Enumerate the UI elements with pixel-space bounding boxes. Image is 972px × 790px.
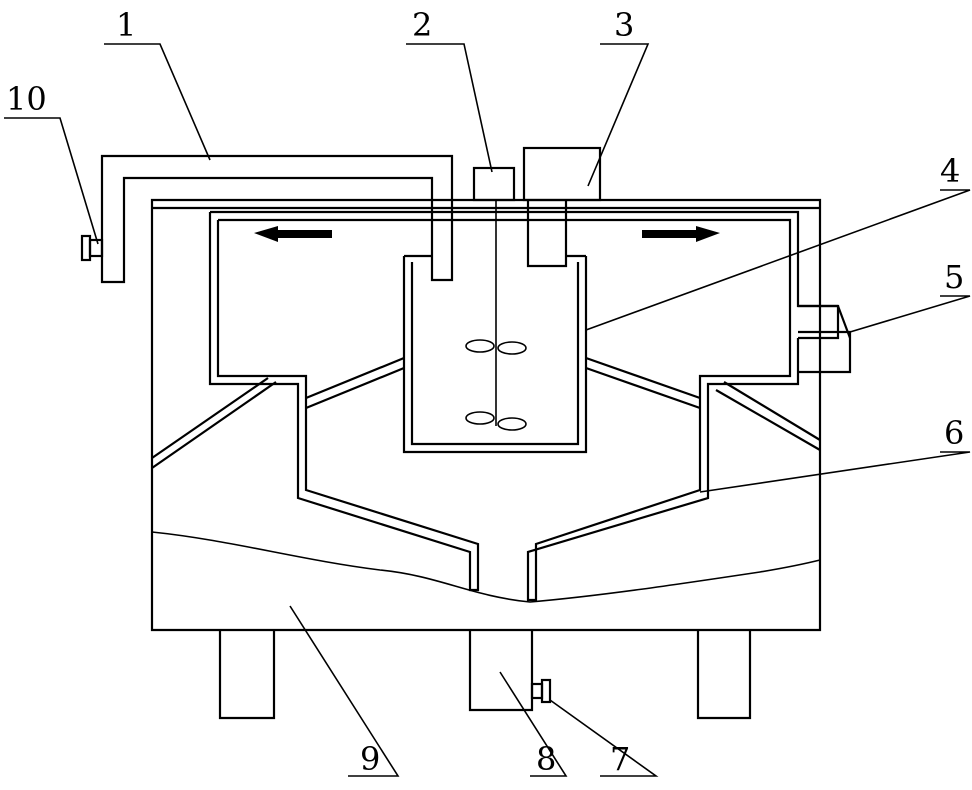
mixing-tank xyxy=(402,254,588,454)
inlet-pipe xyxy=(100,154,454,284)
bottom-outlet-pipe xyxy=(468,630,534,712)
inclined-plates xyxy=(151,356,821,469)
sludge-surface-line xyxy=(151,531,821,603)
inlet-valve xyxy=(80,234,104,262)
label-4: 4 xyxy=(940,152,960,190)
motor-box xyxy=(472,166,516,202)
leader-lines xyxy=(4,43,971,777)
label-2: 2 xyxy=(412,6,432,44)
label-6: 6 xyxy=(944,414,964,452)
label-7: 7 xyxy=(610,740,630,778)
side-outlet-nozzle xyxy=(788,298,852,374)
stirrer xyxy=(465,200,527,431)
label-10: 10 xyxy=(6,80,47,118)
label-8: 8 xyxy=(536,740,556,778)
flow-arrows xyxy=(254,226,720,242)
support-legs xyxy=(218,630,752,720)
label-1: 1 xyxy=(116,6,136,44)
reference-labels: 1 2 3 4 5 6 7 8 9 10 xyxy=(6,6,964,778)
outer-housing xyxy=(150,198,822,632)
drive-unit xyxy=(522,146,602,268)
right-arrow-icon xyxy=(642,226,720,242)
label-3: 3 xyxy=(614,6,634,44)
label-5: 5 xyxy=(944,258,964,296)
outlet-valve xyxy=(530,678,552,704)
label-9: 9 xyxy=(360,740,380,778)
left-arrow-icon xyxy=(254,226,332,242)
